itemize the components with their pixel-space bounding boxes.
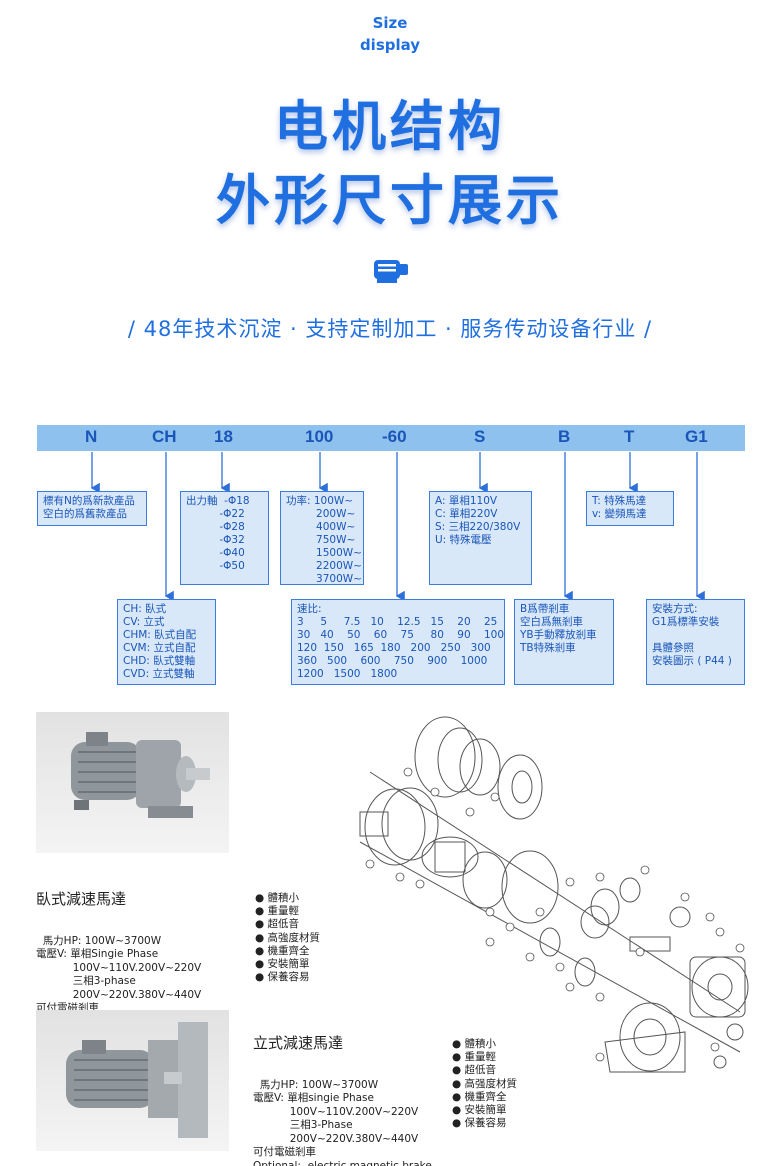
exploded-view-diagram xyxy=(359,716,749,1073)
vertical-specs: 立式減速馬達 馬力HP: 100W~3700W 電壓V: 單相singie Ph… xyxy=(253,1006,432,1166)
code-segment-b: B xyxy=(558,427,571,446)
code-segment-n: N xyxy=(85,427,98,446)
connector-arrows xyxy=(90,452,705,602)
box-motor-type: T: 特殊馬達 v: 變頻馬達 xyxy=(586,491,674,526)
motor-icon xyxy=(374,260,408,283)
box-output-shaft: 出力軸 -Φ18 -Φ22 -Φ28 -Φ32 -Φ40 -Φ50 xyxy=(180,491,269,585)
code-segment-s: S xyxy=(474,427,486,446)
horizontal-motor-photo xyxy=(36,712,229,853)
box-install: 安裝方式: G1爲標準安裝 具體參照 安裝圖示 ( P44 ) xyxy=(646,599,745,685)
size-label-line2: display xyxy=(359,36,421,54)
code-segment-60: -60 xyxy=(382,427,407,446)
page-title-line2: 外形尺寸展示 xyxy=(216,169,564,232)
box-power: 功率: 100W~ 200W~ 400W~ 750W~ 1500W~ 2200W… xyxy=(280,491,364,585)
vertical-motor-photo xyxy=(36,1010,229,1151)
slogan: / 48年技术沉淀 · 支持定制加工 · 服务传动设备行业 / xyxy=(127,317,653,341)
box-voltage: A: 單相110V C: 單相220V S: 三相220/380V U: 特殊電… xyxy=(429,491,532,585)
code-segment-18: 18 xyxy=(214,427,233,446)
horizontal-heading: 臥式減速馬達 xyxy=(36,890,127,908)
code-segment-100: 100 xyxy=(305,427,334,446)
code-segment-ch: CH xyxy=(152,427,177,446)
vertical-spec-text: 馬力HP: 100W~3700W 電壓V: 單相singie Phase 100… xyxy=(253,1078,432,1166)
box-ratio: 速比: 3 5 7.5 10 12.5 15 20 25 30 40 50 60… xyxy=(291,599,505,685)
code-segment-g1: G1 xyxy=(685,427,708,446)
box-brake: B爲帶剎車 空白爲無剎車 YB手動釋放剎車 TB特殊剎車 xyxy=(514,599,614,685)
vertical-heading: 立式減速馬達 xyxy=(253,1034,344,1052)
page-title-line1: 电机结构 xyxy=(274,95,506,158)
horizontal-specs: 臥式減速馬達 馬力HP: 100W~3700W 電壓V: 單相Singie Ph… xyxy=(36,862,212,1029)
size-label-line1: Size xyxy=(372,14,408,32)
model-code-bar xyxy=(37,425,745,451)
box-new-model: 標有N的爲新款產品 空白的爲舊款產品 xyxy=(37,491,147,526)
box-mount-type: CH: 臥式 CV: 立式 CHM: 臥式自配 CVM: 立式自配 CHD: 臥… xyxy=(117,599,216,685)
vertical-features: ● 體積小 ● 重量輕 ● 超低音 ● 高强度材質 ● 機重齊全 ● 安裝簡單 … xyxy=(452,1038,517,1130)
horizontal-features: ● 體積小 ● 重量輕 ● 超低音 ● 高強度材質 ● 機重齊全 ● 安裝簡單 … xyxy=(255,892,320,984)
code-segment-t: T xyxy=(624,427,635,446)
